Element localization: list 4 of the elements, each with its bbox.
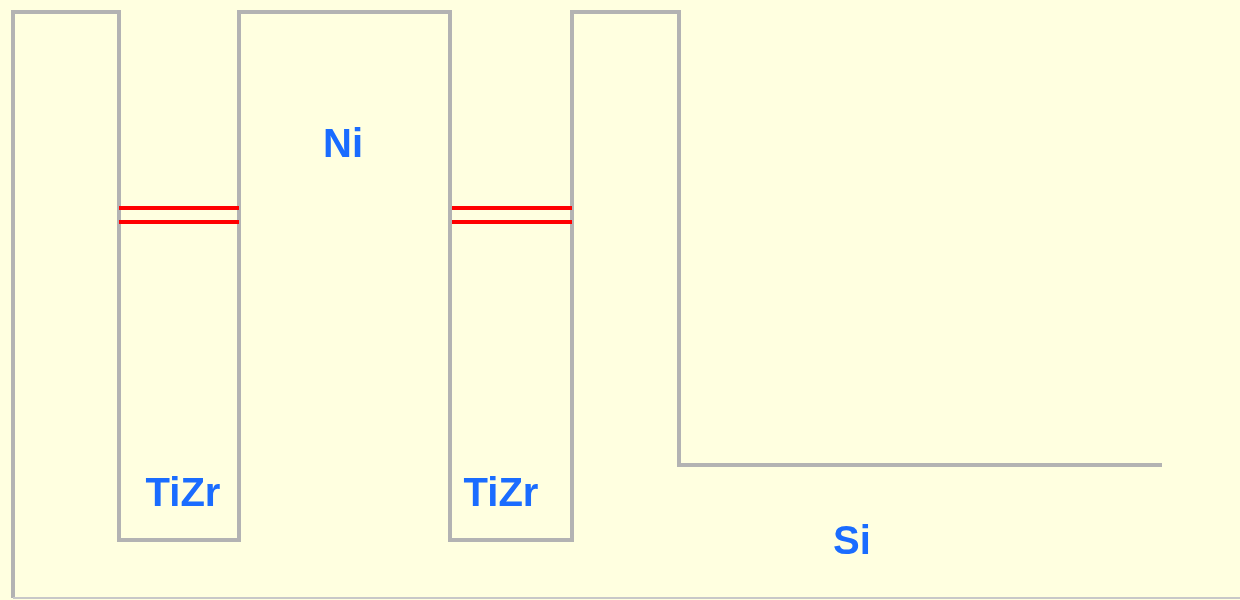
material-label: Si: [833, 520, 871, 560]
material-label: TiZr: [145, 472, 221, 512]
material-label: Ni: [323, 123, 363, 163]
material-label: TiZr: [463, 472, 539, 512]
